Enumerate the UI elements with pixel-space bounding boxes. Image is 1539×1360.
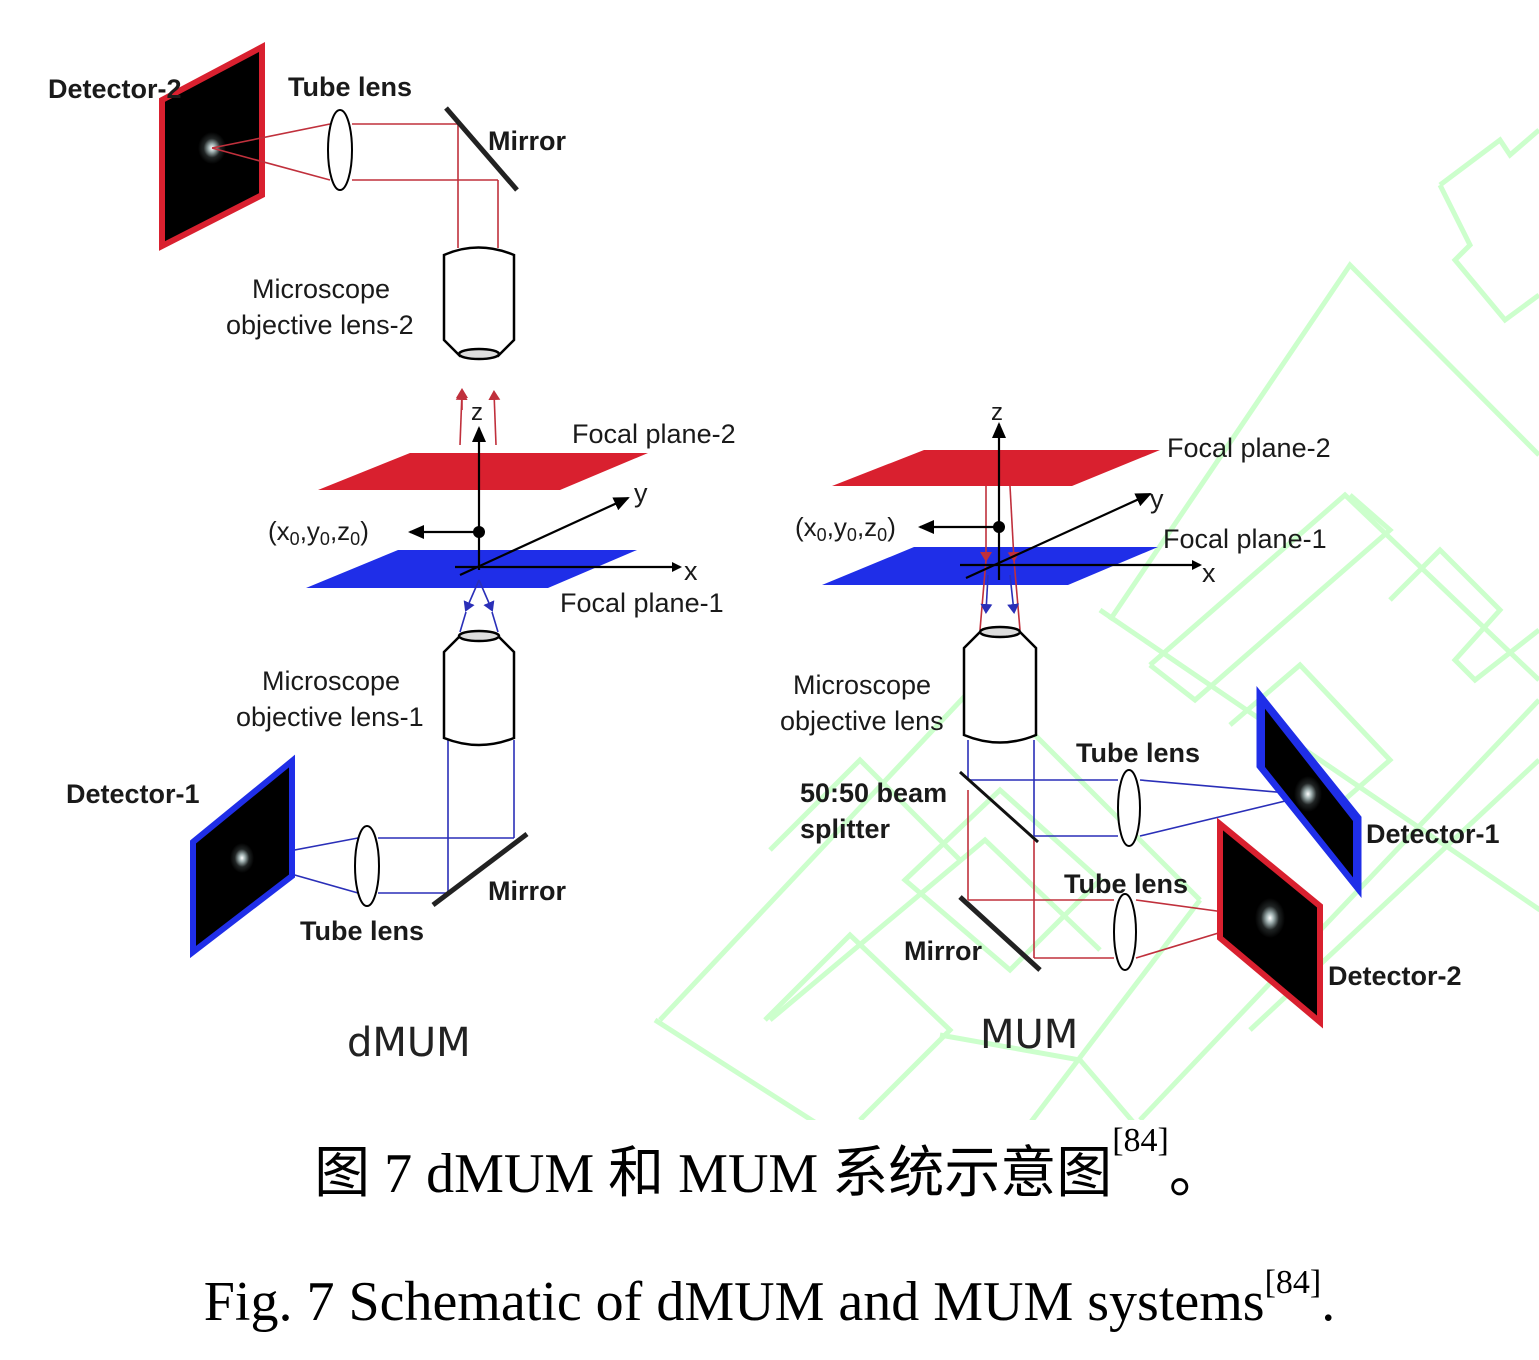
label-tube-lens-bottom: Tube lens bbox=[300, 916, 424, 946]
dmum-diagram: Detector-2 Tube lens Mirror Microscope o… bbox=[48, 42, 736, 1066]
label-point: (x0,y0,z0) bbox=[268, 516, 369, 549]
mum-objective-lens bbox=[962, 625, 1038, 744]
axes-mum bbox=[918, 422, 1202, 580]
caption-chinese-ref: [84] bbox=[1112, 1122, 1169, 1159]
caption-chinese-end: 。 bbox=[1168, 1143, 1225, 1205]
beam-splitter bbox=[958, 770, 1040, 844]
mirror-top bbox=[444, 106, 519, 192]
mum-label-splitter-line1: 50:50 beam bbox=[800, 778, 947, 808]
label-tube-lens-top: Tube lens bbox=[288, 72, 412, 102]
caption-english-text: Fig. 7 Schematic of dMUM and MUM systems bbox=[203, 1271, 1265, 1333]
mum-label-point: (x0,y0,z0) bbox=[795, 512, 896, 545]
caption-english-ref: [84] bbox=[1264, 1264, 1322, 1301]
label-objective-2-line1: Microscope bbox=[252, 274, 390, 304]
mum-tube-lens-1 bbox=[1117, 769, 1141, 847]
caption-english: Fig. 7 Schematic of dMUM and MUM systems… bbox=[0, 1264, 1539, 1334]
mum-label-axis-y: y bbox=[1150, 484, 1164, 514]
detector-2-top bbox=[159, 42, 265, 251]
mum-label-objective-line2: objective lens bbox=[780, 706, 944, 736]
mum-tube-lens-2 bbox=[1113, 893, 1137, 971]
mum-diagram: z Focal plane-2 y (x0,y0,z0) Focal plane… bbox=[780, 399, 1500, 1058]
label-axis-y: y bbox=[634, 478, 648, 508]
label-mirror-bottom: Mirror bbox=[488, 876, 567, 906]
caption-english-end: . bbox=[1321, 1271, 1336, 1333]
mum-label-mirror: Mirror bbox=[904, 936, 983, 966]
mum-focal-plane-2 bbox=[832, 450, 1160, 486]
mum-origin-point bbox=[993, 521, 1005, 533]
focal-plane-2 bbox=[318, 453, 648, 490]
label-objective-1-line2: objective lens-1 bbox=[236, 702, 424, 732]
detector-1-dmum bbox=[190, 754, 295, 959]
mum-detector-2 bbox=[1217, 817, 1323, 1029]
mum-label-objective-line1: Microscope bbox=[793, 670, 931, 700]
tube-lens-bottom bbox=[354, 825, 380, 907]
label-objective-2-line2: objective lens-2 bbox=[226, 310, 414, 340]
beam-red-top bbox=[211, 123, 501, 446]
caption-chinese: 图 7 dMUM 和 MUM 系统示意图[84]。 bbox=[0, 1122, 1539, 1209]
tube-lens-top bbox=[327, 109, 353, 191]
mum-label-tube-lens-1: Tube lens bbox=[1076, 738, 1200, 768]
mum-label-detector-2: Detector-2 bbox=[1328, 961, 1462, 991]
mum-label-axis-z: z bbox=[991, 399, 1003, 426]
label-axis-z: z bbox=[471, 399, 483, 426]
origin-point bbox=[473, 526, 485, 538]
label-objective-1-line1: Microscope bbox=[262, 666, 400, 696]
axes-dmum bbox=[408, 426, 682, 576]
mum-label-focal-plane-2: Focal plane-2 bbox=[1167, 433, 1331, 463]
objective-lens-1 bbox=[442, 629, 516, 747]
label-axis-x: x bbox=[684, 556, 698, 586]
mum-label-axis-x: x bbox=[1202, 558, 1216, 588]
caption-chinese-text: 图 7 dMUM 和 MUM 系统示意图 bbox=[314, 1143, 1113, 1205]
figure-schematic: Detector-2 Tube lens Mirror Microscope o… bbox=[48, 42, 1539, 1120]
label-focal-plane-2: Focal plane-2 bbox=[572, 419, 736, 449]
mum-detector-1 bbox=[1256, 686, 1362, 898]
mirror-bottom bbox=[431, 832, 529, 907]
label-mirror-top: Mirror bbox=[488, 126, 567, 156]
mum-label-tube-lens-2: Tube lens bbox=[1064, 869, 1188, 899]
label-detector-1: Detector-1 bbox=[66, 779, 200, 809]
mum-label-splitter-line2: splitter bbox=[800, 814, 891, 844]
mum-label-detector-1: Detector-1 bbox=[1366, 819, 1500, 849]
mum-mirror bbox=[958, 895, 1042, 972]
label-detector-2: Detector-2 bbox=[48, 74, 182, 104]
label-focal-plane-1: Focal plane-1 bbox=[560, 588, 724, 618]
label-dmum: dMUM bbox=[347, 1020, 471, 1066]
objective-lens-2 bbox=[442, 246, 516, 361]
label-mum: MUM bbox=[980, 1012, 1078, 1058]
mum-label-focal-plane-1: Focal plane-1 bbox=[1163, 524, 1327, 554]
